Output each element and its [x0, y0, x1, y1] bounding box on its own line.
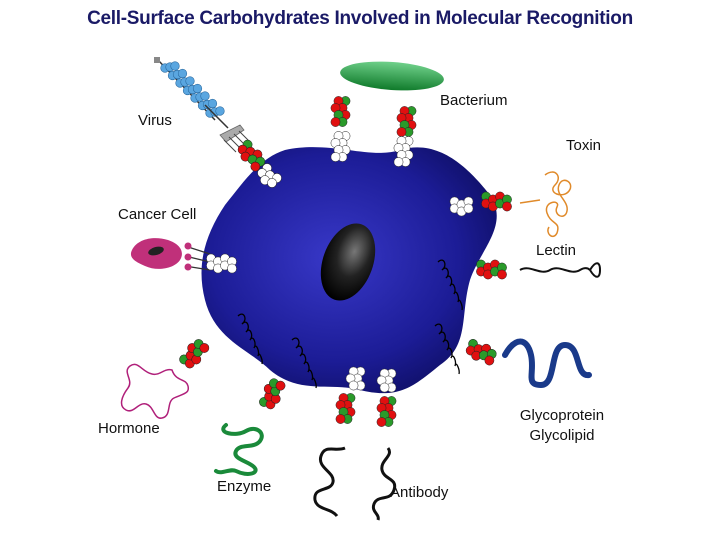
- lectin-shape: [520, 263, 600, 277]
- sugar-cluster-antibody-1: [336, 393, 355, 423]
- label-lectin: Lectin: [536, 242, 576, 259]
- label-hormone: Hormone: [98, 420, 160, 437]
- label-bacterium: Bacterium: [440, 92, 508, 109]
- sugar-cluster-toxin: [481, 192, 511, 211]
- sugar-cluster-top-2-white: [394, 136, 413, 166]
- label-glycoprotein: Glycoprotein: [506, 407, 618, 424]
- sugar-cluster-antibody-2: [377, 396, 396, 426]
- cancer-cell-shape: [131, 238, 210, 270]
- sugar-cluster-top-2: [397, 106, 416, 136]
- antibody-shape: [315, 448, 395, 520]
- label-enzyme: Enzyme: [217, 478, 271, 495]
- sugar-cluster-lectin: [476, 260, 506, 279]
- virus-shape: [154, 57, 251, 152]
- hormone-shape: [122, 364, 189, 418]
- diagram-title: Cell-Surface Carbohydrates Involved in M…: [0, 8, 720, 30]
- label-toxin: Toxin: [566, 137, 601, 154]
- sugar-cluster-enzyme: [258, 376, 286, 411]
- sugar-cluster-top-1-white: [331, 131, 350, 161]
- label-virus: Virus: [138, 112, 172, 129]
- sugar-cluster-top-1: [331, 96, 350, 126]
- enzyme-shape: [216, 425, 262, 474]
- sugar-cluster-hormone: [178, 336, 211, 372]
- bacterium-shape: [339, 58, 445, 93]
- sugar-cluster-glyco: [464, 338, 499, 366]
- label-glycolipid: Glycolipid: [506, 427, 618, 444]
- toxin-shape: [520, 172, 571, 236]
- sugar-cluster-cancer-white: [206, 254, 236, 273]
- label-antibody: Antibody: [390, 484, 448, 501]
- label-cancer-cell: Cancer Cell: [118, 206, 196, 223]
- glycoprotein-shape: [505, 342, 589, 386]
